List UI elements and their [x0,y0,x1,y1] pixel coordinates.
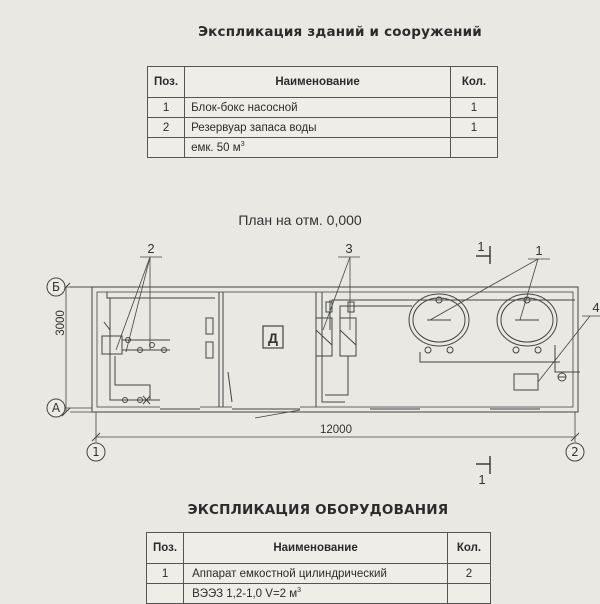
table-header-row: Поз. Наименование Кол. [145,532,491,564]
table-header-row: Поз. Наименование Кол. [146,66,498,98]
header-name: Наименование [183,532,448,564]
axis-label-a: А [52,401,61,415]
equipment-explication-table: Поз. Наименование Кол. 1 Аппарат емкостн… [145,532,491,604]
inner-wall [96,291,574,408]
dimension-height: 3000 [55,310,67,336]
cell-qty [447,583,491,604]
table-row: 2 Резервуар запаса воды 1 [146,117,498,138]
cell-pos [146,137,186,158]
room-label-box [262,325,284,349]
cell-name-sup: 3 [297,587,302,595]
room-label: Д [268,330,278,346]
axis-label-b: Б [52,280,60,294]
callout-3: 3 [345,241,352,256]
cell-pos: 1 [145,563,185,584]
buildings-explication-title: Экспликация зданий и сооружений [198,24,482,40]
cell-qty [450,137,498,158]
outer-wall [91,286,579,413]
section-label-bottom: 1 [478,472,485,487]
header-pos: Поз. [145,532,185,564]
cell-qty: 2 [447,563,491,584]
plan-title: План на отм. 0,000 [238,212,362,228]
tank-2 [496,293,558,347]
section-label-top: 1 [477,239,484,254]
callout-2: 2 [147,241,154,256]
axis-label-2: 2 [571,445,579,459]
cell-pos [145,583,185,604]
buildings-explication-table: Поз. Наименование Кол. 1 Блок-бокс насос… [146,66,498,158]
electrical-panel [513,373,539,391]
cell-name-text: емк. 50 м [191,141,241,154]
table-row: 1 Блок-бокс насосной 1 [146,97,498,118]
equipment-explication-title: ЭКСПЛИКАЦИЯ ОБОРУДОВАНИЯ [187,502,449,518]
axis-bubble-1 [86,442,106,462]
cell-name-sup: 3 [240,141,245,149]
callout-1: 1 [535,243,542,258]
axis-bubble-2 [565,442,585,462]
tank-1 [408,293,470,347]
table-row: 1 Аппарат емкостной цилиндрический 2 [145,563,491,584]
cell-name-text: ВЭЭЗ 1,2-1,0 V=2 м [192,587,298,600]
header-qty: Кол. [447,532,491,564]
table-row: емк. 50 м3 [146,137,498,158]
cell-name: ВЭЭЗ 1,2-1,0 V=2 м3 [183,583,448,604]
axis-label-1: 1 [92,445,100,459]
cell-name: Аппарат емкостной цилиндрический [183,563,448,584]
table-row: ВЭЭЗ 1,2-1,0 V=2 м3 [145,583,491,604]
dimension-width: 12000 [320,424,352,436]
cell-name: емк. 50 м3 [184,137,451,158]
callout-4: 4 [592,300,599,315]
